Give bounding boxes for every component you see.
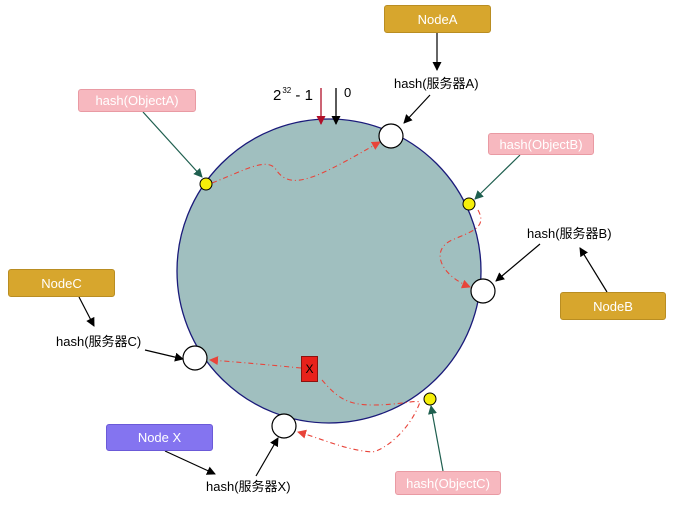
object-a-point xyxy=(199,177,213,191)
object-c-point xyxy=(423,392,437,406)
ring-max-exponent: 32 xyxy=(282,86,292,95)
ring-max-label: 232 - 1 xyxy=(273,86,313,104)
server-x-point xyxy=(271,413,297,439)
server-a-hash-label: hash(服务器A) xyxy=(394,76,479,91)
object-b-point xyxy=(462,197,476,211)
object-a-arrow xyxy=(142,111,203,178)
node-c-box[interactable]: NodeC xyxy=(8,269,115,297)
node-a-box[interactable]: NodeA xyxy=(384,5,491,33)
failed-node-mark: X xyxy=(301,356,318,382)
ring-max-suffix: - 1 xyxy=(295,87,313,104)
object-c-arrow xyxy=(428,405,444,472)
object-b-path xyxy=(439,209,482,289)
object-c-path xyxy=(297,379,421,453)
server-x-arrow xyxy=(255,437,279,477)
server-c-point xyxy=(182,345,208,371)
hash-ring xyxy=(176,118,482,424)
server-x-hash-label: hash(服务器X) xyxy=(206,479,291,494)
server-b-point xyxy=(470,278,496,304)
server-b-hash-label: hash(服务器B) xyxy=(527,226,612,241)
node-b-arrow xyxy=(579,247,608,293)
server-a-point xyxy=(378,123,404,149)
server-b-arrow xyxy=(495,243,541,282)
ring-zero-label: 0 xyxy=(344,85,352,100)
node-c-arrow xyxy=(78,296,95,327)
object-a-box[interactable]: hash(ObjectA) xyxy=(78,89,196,112)
ring-max-base: 2 xyxy=(273,87,282,104)
failed-node-path xyxy=(209,356,302,369)
node-x-box[interactable]: Node X xyxy=(106,424,213,451)
object-b-box[interactable]: hash(ObjectB) xyxy=(488,133,594,155)
node-b-box[interactable]: NodeB xyxy=(560,292,666,320)
node-x-arrow xyxy=(164,450,216,475)
object-c-box[interactable]: hash(ObjectC) xyxy=(395,471,501,495)
server-c-arrow xyxy=(144,349,184,362)
object-b-arrow xyxy=(474,154,521,200)
server-a-arrow xyxy=(403,94,431,124)
server-c-hash-label: hash(服务器C) xyxy=(56,334,142,349)
